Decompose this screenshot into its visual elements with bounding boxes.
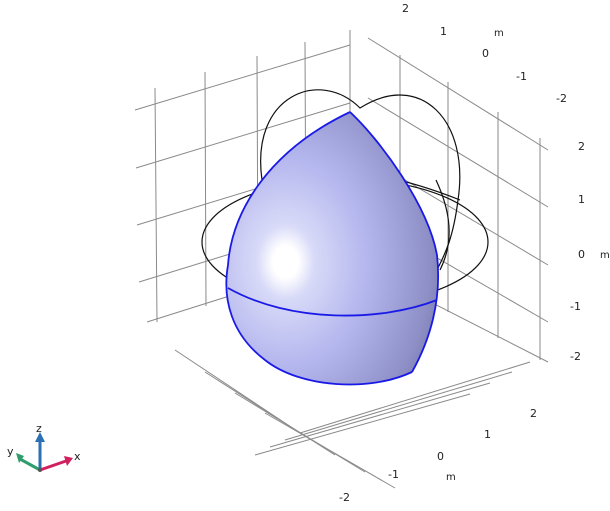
tick-bottom-4: -2 xyxy=(339,491,350,504)
unit-bottom: m xyxy=(446,472,456,483)
triad-z-arrow-icon xyxy=(35,432,45,442)
tick-top-4: -2 xyxy=(556,92,567,105)
tick-bottom-2: 0 xyxy=(437,450,444,463)
tick-right-0: 2 xyxy=(578,140,585,153)
tick-top-3: -1 xyxy=(516,70,527,83)
triad-z-label: z xyxy=(36,422,42,435)
grid-right-wall xyxy=(367,37,549,363)
grid-floor xyxy=(174,349,531,489)
tick-right-3: -1 xyxy=(570,300,581,313)
axis-triad: z x y xyxy=(7,422,81,472)
tick-bottom-0: 2 xyxy=(530,407,537,420)
triad-y-axis xyxy=(19,457,41,472)
tick-top-1: 1 xyxy=(440,25,447,38)
unit-top: m xyxy=(494,28,504,39)
tick-top-0: 2 xyxy=(402,2,409,15)
tick-right-2: 0 xyxy=(578,248,585,261)
triad-y-label: y xyxy=(7,445,14,458)
tick-top-2: 0 xyxy=(482,47,489,60)
tick-bottom-1: 1 xyxy=(484,428,491,441)
solid-body xyxy=(226,112,439,385)
selected-edges xyxy=(225,111,440,386)
unit-right: m xyxy=(600,250,610,261)
tick-bottom-3: -1 xyxy=(388,468,399,481)
tick-right-4: -2 xyxy=(570,350,581,363)
triad-x-axis xyxy=(39,459,67,472)
triad-x-label: x xyxy=(74,450,81,463)
triad-y-arrow-icon xyxy=(16,453,24,463)
triad-x-arrow-icon xyxy=(64,456,73,466)
tick-right-1: 1 xyxy=(578,193,585,206)
